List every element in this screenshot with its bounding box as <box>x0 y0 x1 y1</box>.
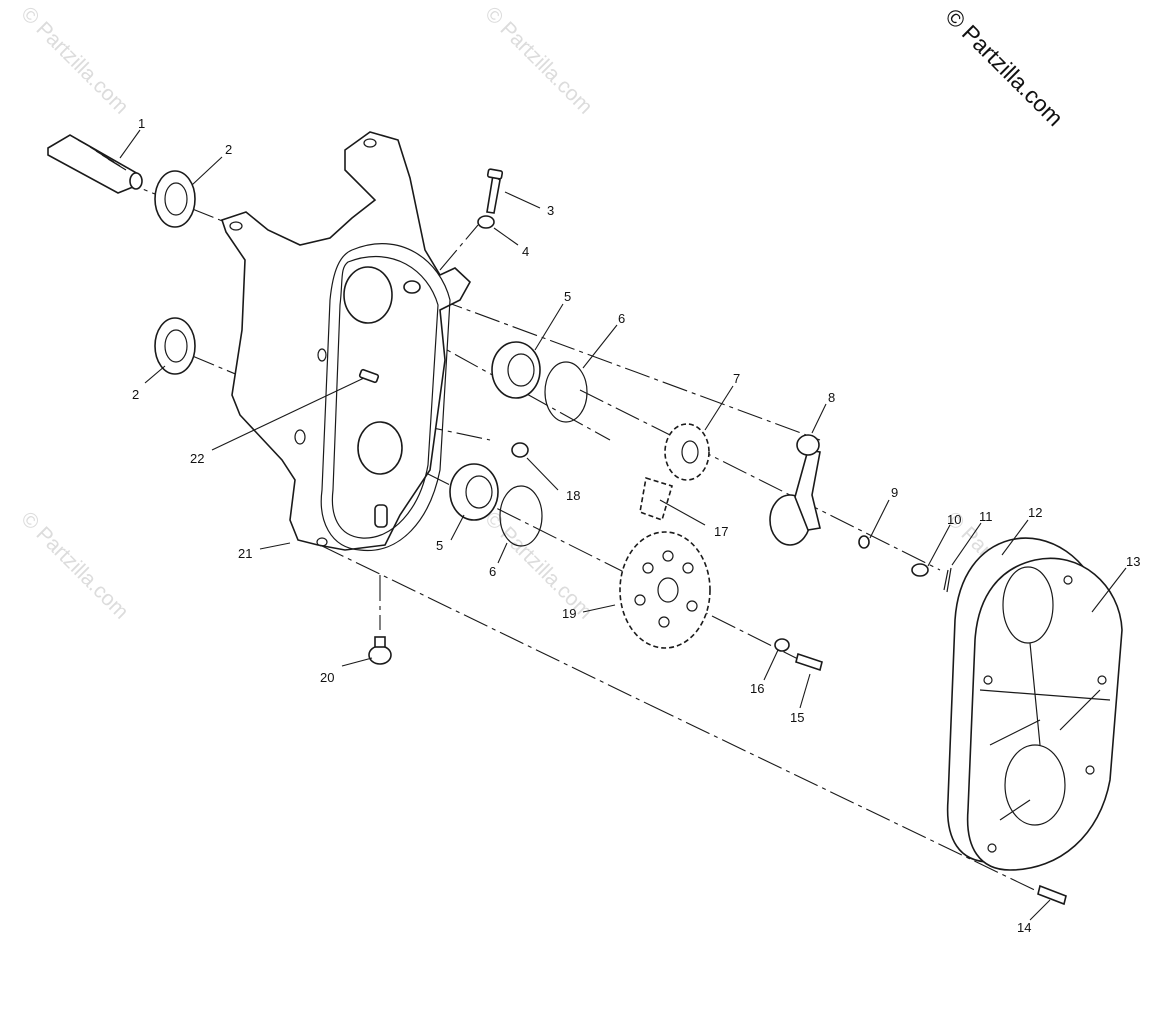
drain-plug <box>368 636 392 665</box>
tensioner-nut <box>911 563 929 577</box>
lower-snap-ring <box>499 485 543 547</box>
upper-seal <box>154 170 196 228</box>
callout-4: 4 <box>522 244 529 259</box>
callout-2: 2 <box>132 387 139 402</box>
sprocket-washer <box>774 638 790 652</box>
callout-3: 3 <box>547 203 554 218</box>
callout-15: 15 <box>790 710 804 725</box>
tensioner-arm <box>769 434 821 546</box>
chaincase-cover <box>946 537 1123 871</box>
assembly-axes <box>114 177 1046 896</box>
copyright-notice: © Partzilla.com <box>940 3 1068 131</box>
callout-6: 6 <box>618 311 625 326</box>
callout-8: 8 <box>828 390 835 405</box>
callout-16: 16 <box>750 681 764 696</box>
callout-13: 13 <box>1126 554 1140 569</box>
sprocket-bolt <box>795 652 823 672</box>
callout-1: 1 <box>138 116 145 131</box>
callout-5: 5 <box>564 289 571 304</box>
upper-sprocket <box>664 423 710 481</box>
callout-22: 22 <box>190 451 204 466</box>
lower-sprocket <box>619 531 711 649</box>
callout-5: 5 <box>436 538 443 553</box>
upper-bearing <box>491 341 541 399</box>
watermark: © Partzilla.com <box>480 2 596 118</box>
jam-nut <box>477 215 495 229</box>
callout-7: 7 <box>733 371 740 386</box>
callout-9: 9 <box>891 485 898 500</box>
shaft-nut <box>511 442 529 458</box>
driven-shaft <box>47 134 143 194</box>
watermark: © Partzilla.com <box>16 507 132 623</box>
callout-2: 2 <box>225 142 232 157</box>
watermark: © Partzilla.com <box>480 507 596 623</box>
cotter-pin <box>943 567 952 593</box>
drive-chain <box>639 476 673 522</box>
cover-stud <box>358 368 380 384</box>
callout-20: 20 <box>320 670 334 685</box>
callout-19: 19 <box>562 606 576 621</box>
cover-bolt <box>1037 884 1067 906</box>
adjuster-bolt <box>486 168 504 214</box>
callout-6: 6 <box>489 564 496 579</box>
lower-bearing <box>449 463 499 521</box>
tensioner-washer <box>858 535 870 549</box>
callouts: 1 2 2 3 4 5 5 6 6 7 8 9 10 11 12 13 14 1… <box>132 116 1140 935</box>
callout-10: 10 <box>947 512 961 527</box>
watermark: © Partzilla.com <box>16 2 132 118</box>
chaincase-housing <box>220 131 472 552</box>
callout-11: 11 <box>979 509 993 524</box>
callout-14: 14 <box>1017 920 1031 935</box>
callout-21: 21 <box>238 546 252 561</box>
callout-18: 18 <box>566 488 580 503</box>
lower-seal <box>154 317 196 375</box>
callout-17: 17 <box>714 524 728 539</box>
watermarks: © Partzilla.com © Partzilla.com © Partzi… <box>16 2 1057 623</box>
upper-snap-ring <box>544 361 588 423</box>
leader-lines <box>119 129 1127 921</box>
callout-12: 12 <box>1028 505 1042 520</box>
